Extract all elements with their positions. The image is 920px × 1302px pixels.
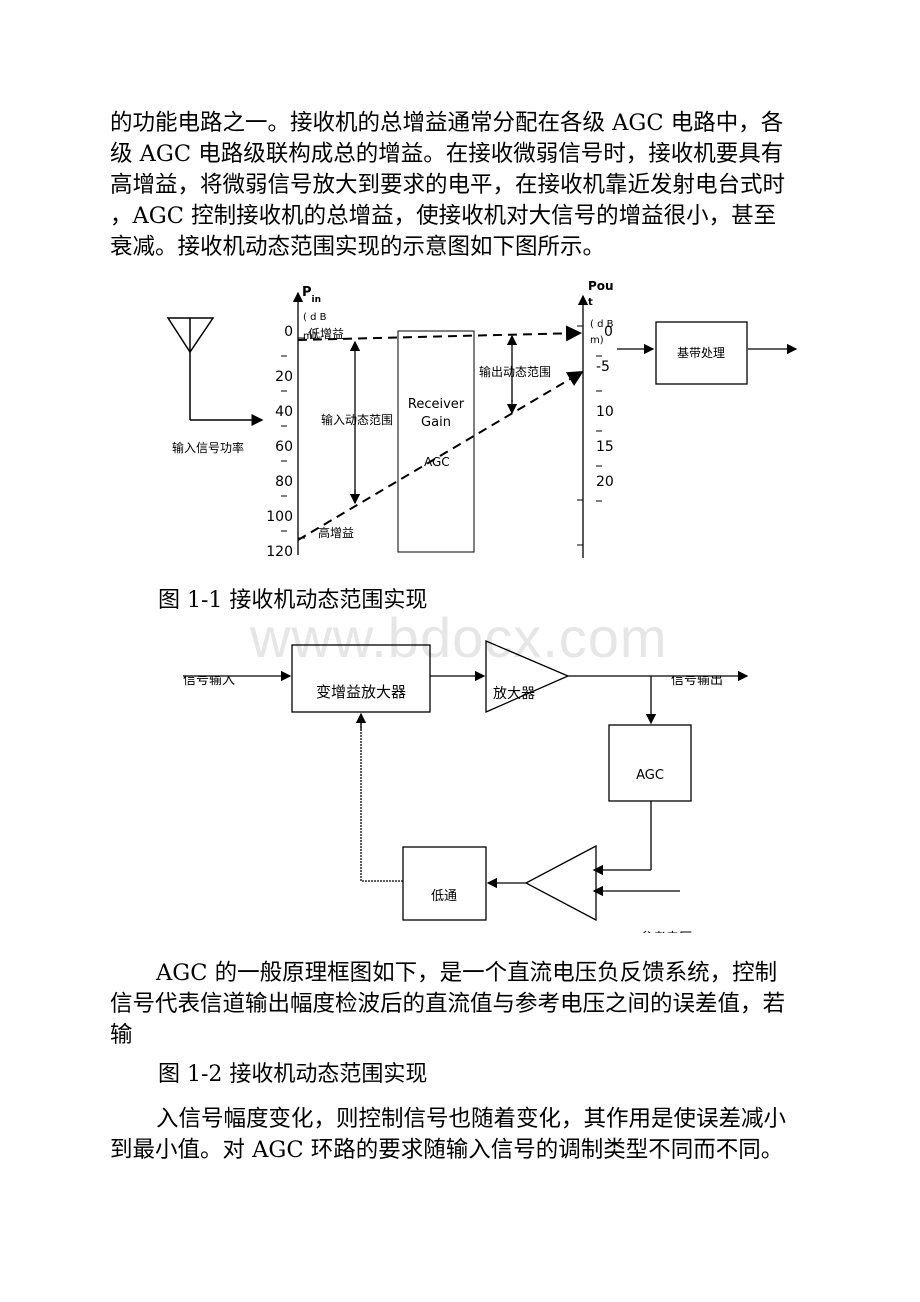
text-line: 的功能电路之一。接收机的总增益通常分配在各级 AGC 电路中，各 (110, 110, 784, 136)
pout-tick-label: 15 (596, 439, 614, 455)
figure-caption: 图 1-1 接收机动态范围实现 (158, 588, 428, 613)
agc-requirement-paragraph: 入信号幅度变化，则控制信号也随着变化，其作用是使误差减小 到最小值。对 AGC … (110, 1104, 810, 1166)
lowpass-box (402, 846, 487, 921)
signal-output-label: 信号输出 (671, 672, 723, 688)
pout-axis: Pou t ( d B m) 0 -5 10 15 20 (577, 280, 614, 558)
comparator-triangle (524, 844, 597, 922)
intro-paragraph: 的功能电路之一。接收机的总增益通常分配在各级 AGC 电路中，各 级 AGC 电… (110, 108, 810, 263)
text-line: 到最小值。对 AGC 环路的要求随输入信号的调制类型不同而不同。 (110, 1137, 784, 1163)
pout-tick-label: 20 (596, 474, 614, 490)
watermark: www.bdocx.com (250, 606, 668, 669)
pout-unit: ( d B (590, 319, 614, 330)
receiver-gain-label: Gain (421, 415, 451, 430)
pin-label: Pin (302, 285, 321, 305)
agc-block-label: AGC (636, 768, 664, 783)
signal-input-label: 信号输入 (183, 672, 235, 688)
pin-tick-label: 120 (266, 544, 293, 560)
pin-unit: ( d B (303, 312, 327, 323)
pout-tick-label: 10 (596, 404, 614, 420)
baseband-box (655, 321, 748, 385)
text-line: 信号代表信道输出幅度检波后的直流值与参考电压之间的误差值，若 (110, 991, 786, 1017)
agc-box (608, 724, 692, 802)
pin-tick-label: 100 (266, 509, 293, 525)
baseband-label: 基带处理 (677, 346, 725, 360)
pin-unit: m) (303, 331, 317, 342)
pin-tick-label: 40 (275, 404, 293, 420)
receiver-gain-label: Receiver (408, 397, 465, 412)
pout-label: t (588, 297, 593, 308)
agc-label: AGC (424, 455, 450, 469)
pin-tick-label: 0 (284, 324, 293, 340)
high-gain-line (297, 370, 584, 541)
pout-label: Pou (588, 280, 614, 293)
text-line: 高增益，将微弱信号放大到要求的电平，在接收机靠近发射电台式时 (110, 172, 786, 198)
input-power-label: 输入信号功率 (172, 440, 244, 455)
receiver-gain-box (397, 330, 475, 553)
agc-block-diagram: 信号输入 信号输出 参考电压 变增益放大器 放大器 AGC 低通 (183, 640, 749, 940)
reference-voltage-label: 参考电压 (640, 930, 692, 940)
text-line: ，AGC 控制接收机的总增益，使接收机对大信号的增益很小，甚至 (110, 203, 777, 229)
low-gain-label: 低增益 (308, 327, 344, 341)
amplifier-label: 放大器 (493, 686, 535, 702)
output-range-label: 输出动态范围 (479, 364, 551, 379)
pout-unit: m) (590, 335, 604, 346)
figure-caption: 图 1-2 接收机动态范围实现 (158, 1062, 428, 1087)
pin-tick-label: 20 (275, 369, 293, 385)
vga-box (291, 644, 431, 713)
pin-axis: Pin ( d B m) 0 20 40 60 80 100 120 (266, 285, 326, 560)
vga-label: 变增益放大器 (316, 683, 406, 701)
text-line: 级 AGC 电路级联构成总的增益。在接收微弱信号时，接收机要具有 (110, 141, 784, 167)
text-line: 输 (110, 1022, 133, 1048)
text-line: AGC 的一般原理框图如下，是一个直流电压负反馈系统，控制 (156, 960, 778, 986)
agc-description-paragraph: AGC 的一般原理框图如下，是一个直流电压负反馈系统，控制 信号代表信道输出幅度… (110, 958, 810, 1051)
pout-tick-label: 0 (604, 324, 613, 340)
low-gain-line (297, 325, 582, 342)
text-line: 衰减。接收机动态范围实现的示意图如下图所示。 (110, 234, 606, 260)
high-gain-label: 高增益 (318, 525, 354, 540)
input-range-label: 输入动态范围 (321, 412, 393, 427)
dynamic-range-diagram: 输入信号功率 Pin ( d B m) 0 20 40 60 80 100 12… (166, 280, 798, 560)
pin-tick-label: 60 (275, 439, 293, 455)
text-line: 入信号幅度变化，则控制信号也随着变化，其作用是使误差减小 (156, 1106, 787, 1132)
antenna-icon (166, 317, 264, 426)
pin-tick-label: 80 (275, 474, 293, 490)
amplifier-triangle (485, 640, 570, 713)
pout-tick-label: -5 (596, 359, 610, 375)
lowpass-label: 低通 (431, 889, 457, 904)
